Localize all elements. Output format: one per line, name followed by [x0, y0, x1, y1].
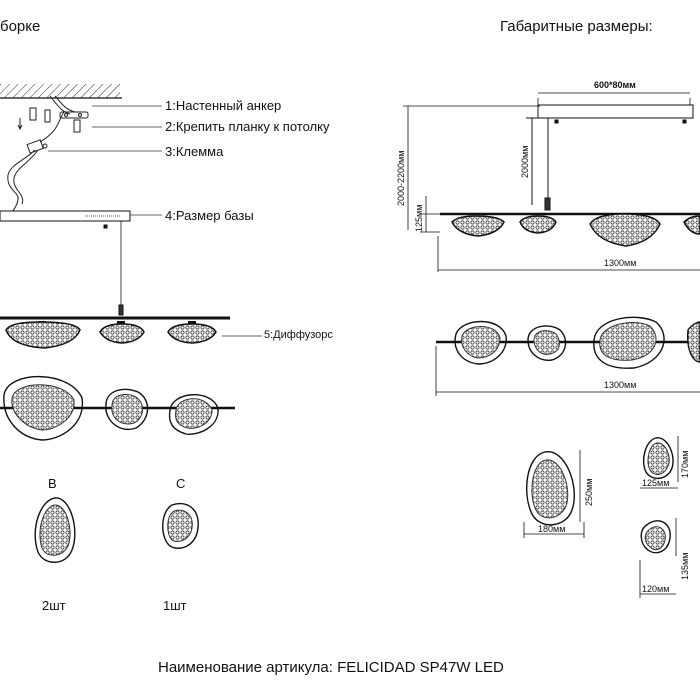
part-b-diffuser: [34, 497, 76, 563]
product-name-footer: Наименование артикула: FELICIDAD SP47W L…: [158, 659, 504, 676]
right-header: Габаритные размеры:: [500, 18, 653, 35]
leader-lines: [48, 105, 262, 337]
dim-cable-height: 2000мм: [520, 145, 530, 178]
label-terminal: 3:Клемма: [165, 144, 224, 159]
dim-base-top: [537, 92, 691, 105]
label-mount-bracket: 2:Крепить планку к потолку: [165, 119, 330, 134]
label-wall-anchor: 1:Настенный анкер: [165, 98, 282, 113]
part-b-quantity: 2шт: [42, 598, 66, 613]
dim-big-height: 250мм: [584, 478, 594, 506]
lamp-side-assembly: [0, 315, 230, 349]
small-diffuser-dim: [639, 518, 677, 598]
dim-small-width: 120мм: [642, 584, 670, 594]
dim-body-height: 125мм: [414, 204, 424, 232]
dim-length-top-text: 1300мм: [604, 380, 637, 390]
part-b-letter: B: [48, 476, 57, 491]
lamp-top-view-left: [0, 375, 235, 441]
label-base-size: 4:Размер базы: [165, 208, 254, 223]
part-c-quantity: 1шт: [163, 598, 187, 613]
dim-length-top: [435, 346, 700, 396]
mid-diffuser-dim: [640, 436, 679, 489]
dim-big-width: 180мм: [538, 524, 566, 534]
right-lamp-top: [436, 316, 700, 369]
dim-vertical-total: [403, 105, 540, 233]
label-diffuser: 5:Диффузорс: [264, 329, 333, 341]
ceiling: [0, 84, 122, 99]
dim-mid-height: 170мм: [680, 450, 690, 478]
dim-length-side-text: 1300мм: [604, 258, 637, 268]
dim-small-height: 135мм: [680, 552, 690, 580]
left-header: борке: [0, 18, 41, 35]
dim-mid-width: 125мм: [642, 478, 670, 488]
terminal-and-wire: [7, 111, 65, 215]
dim-base-size: 600*80мм: [594, 80, 636, 90]
part-c-letter: C: [176, 476, 186, 491]
big-diffuser-dim: [523, 450, 585, 538]
dim-total-height: 2000-2200мм: [396, 150, 406, 206]
right-base-bar: [526, 104, 694, 211]
part-c-diffuser: [162, 502, 199, 549]
base-bar: [0, 210, 131, 316]
dim-length-side: [437, 236, 700, 272]
right-lamp-side: [440, 212, 700, 247]
anchor-parts: [17, 95, 89, 133]
